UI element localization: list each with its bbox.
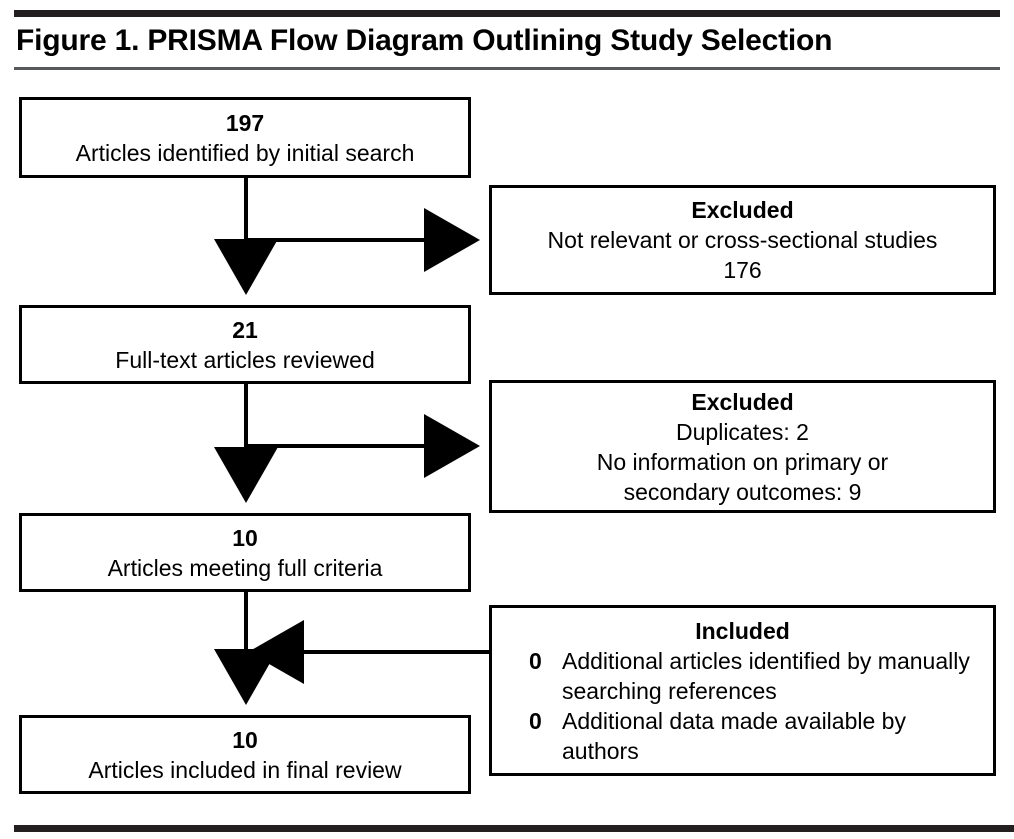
node-excluded-first: Excluded Not relevant or cross-sectional… (489, 185, 996, 295)
figure-title: Figure 1. PRISMA Flow Diagram Outlining … (16, 24, 833, 57)
included-item-text: Additional articles identified by manual… (562, 647, 970, 704)
node-count: 21 (232, 316, 258, 343)
node-articles-included-final: 10 Articles included in final review (19, 715, 471, 794)
included-item-text: Additional data made available by author… (562, 707, 906, 764)
node-reason-outcomes-line-2: secondary outcomes: 9 (623, 478, 862, 505)
included-list-item: 0 Additional data made available by auth… (529, 706, 985, 766)
node-reason: Not relevant or cross-sectional studies (547, 227, 938, 253)
header-rule-top (14, 10, 1000, 17)
footer-rule (14, 825, 1014, 832)
node-fulltext-reviewed: 21 Full-text articles reviewed (19, 305, 471, 384)
node-count: 176 (723, 257, 762, 283)
header-rule-under-title (14, 67, 1000, 70)
node-count: 10 (232, 524, 258, 551)
node-label: Articles identified by initial search (75, 139, 415, 166)
node-articles-identified: 197 Articles identified by initial searc… (19, 97, 471, 178)
included-item-count: 0 (529, 647, 542, 674)
node-label: Articles meeting full criteria (107, 554, 383, 581)
node-heading: Excluded (691, 388, 794, 415)
included-item-list: 0 Additional articles identified by manu… (492, 646, 993, 766)
node-count: 10 (232, 726, 258, 753)
node-count: 197 (225, 109, 265, 136)
node-label: Full-text articles reviewed (115, 346, 375, 373)
node-heading: Included (695, 617, 790, 644)
node-reason-duplicates: Duplicates: 2 (676, 418, 809, 445)
node-heading: Excluded (691, 197, 794, 223)
node-articles-meeting-criteria: 10 Articles meeting full criteria (19, 513, 471, 592)
node-reason-outcomes-line-1: No information on primary or (596, 448, 889, 475)
node-included: Included 0 Additional articles identifie… (489, 605, 996, 776)
included-list-item: 0 Additional articles identified by manu… (529, 646, 985, 706)
included-item-count: 0 (529, 707, 542, 734)
node-excluded-second: Excluded Duplicates: 2 No information on… (489, 380, 996, 513)
node-label: Articles included in final review (88, 756, 402, 783)
